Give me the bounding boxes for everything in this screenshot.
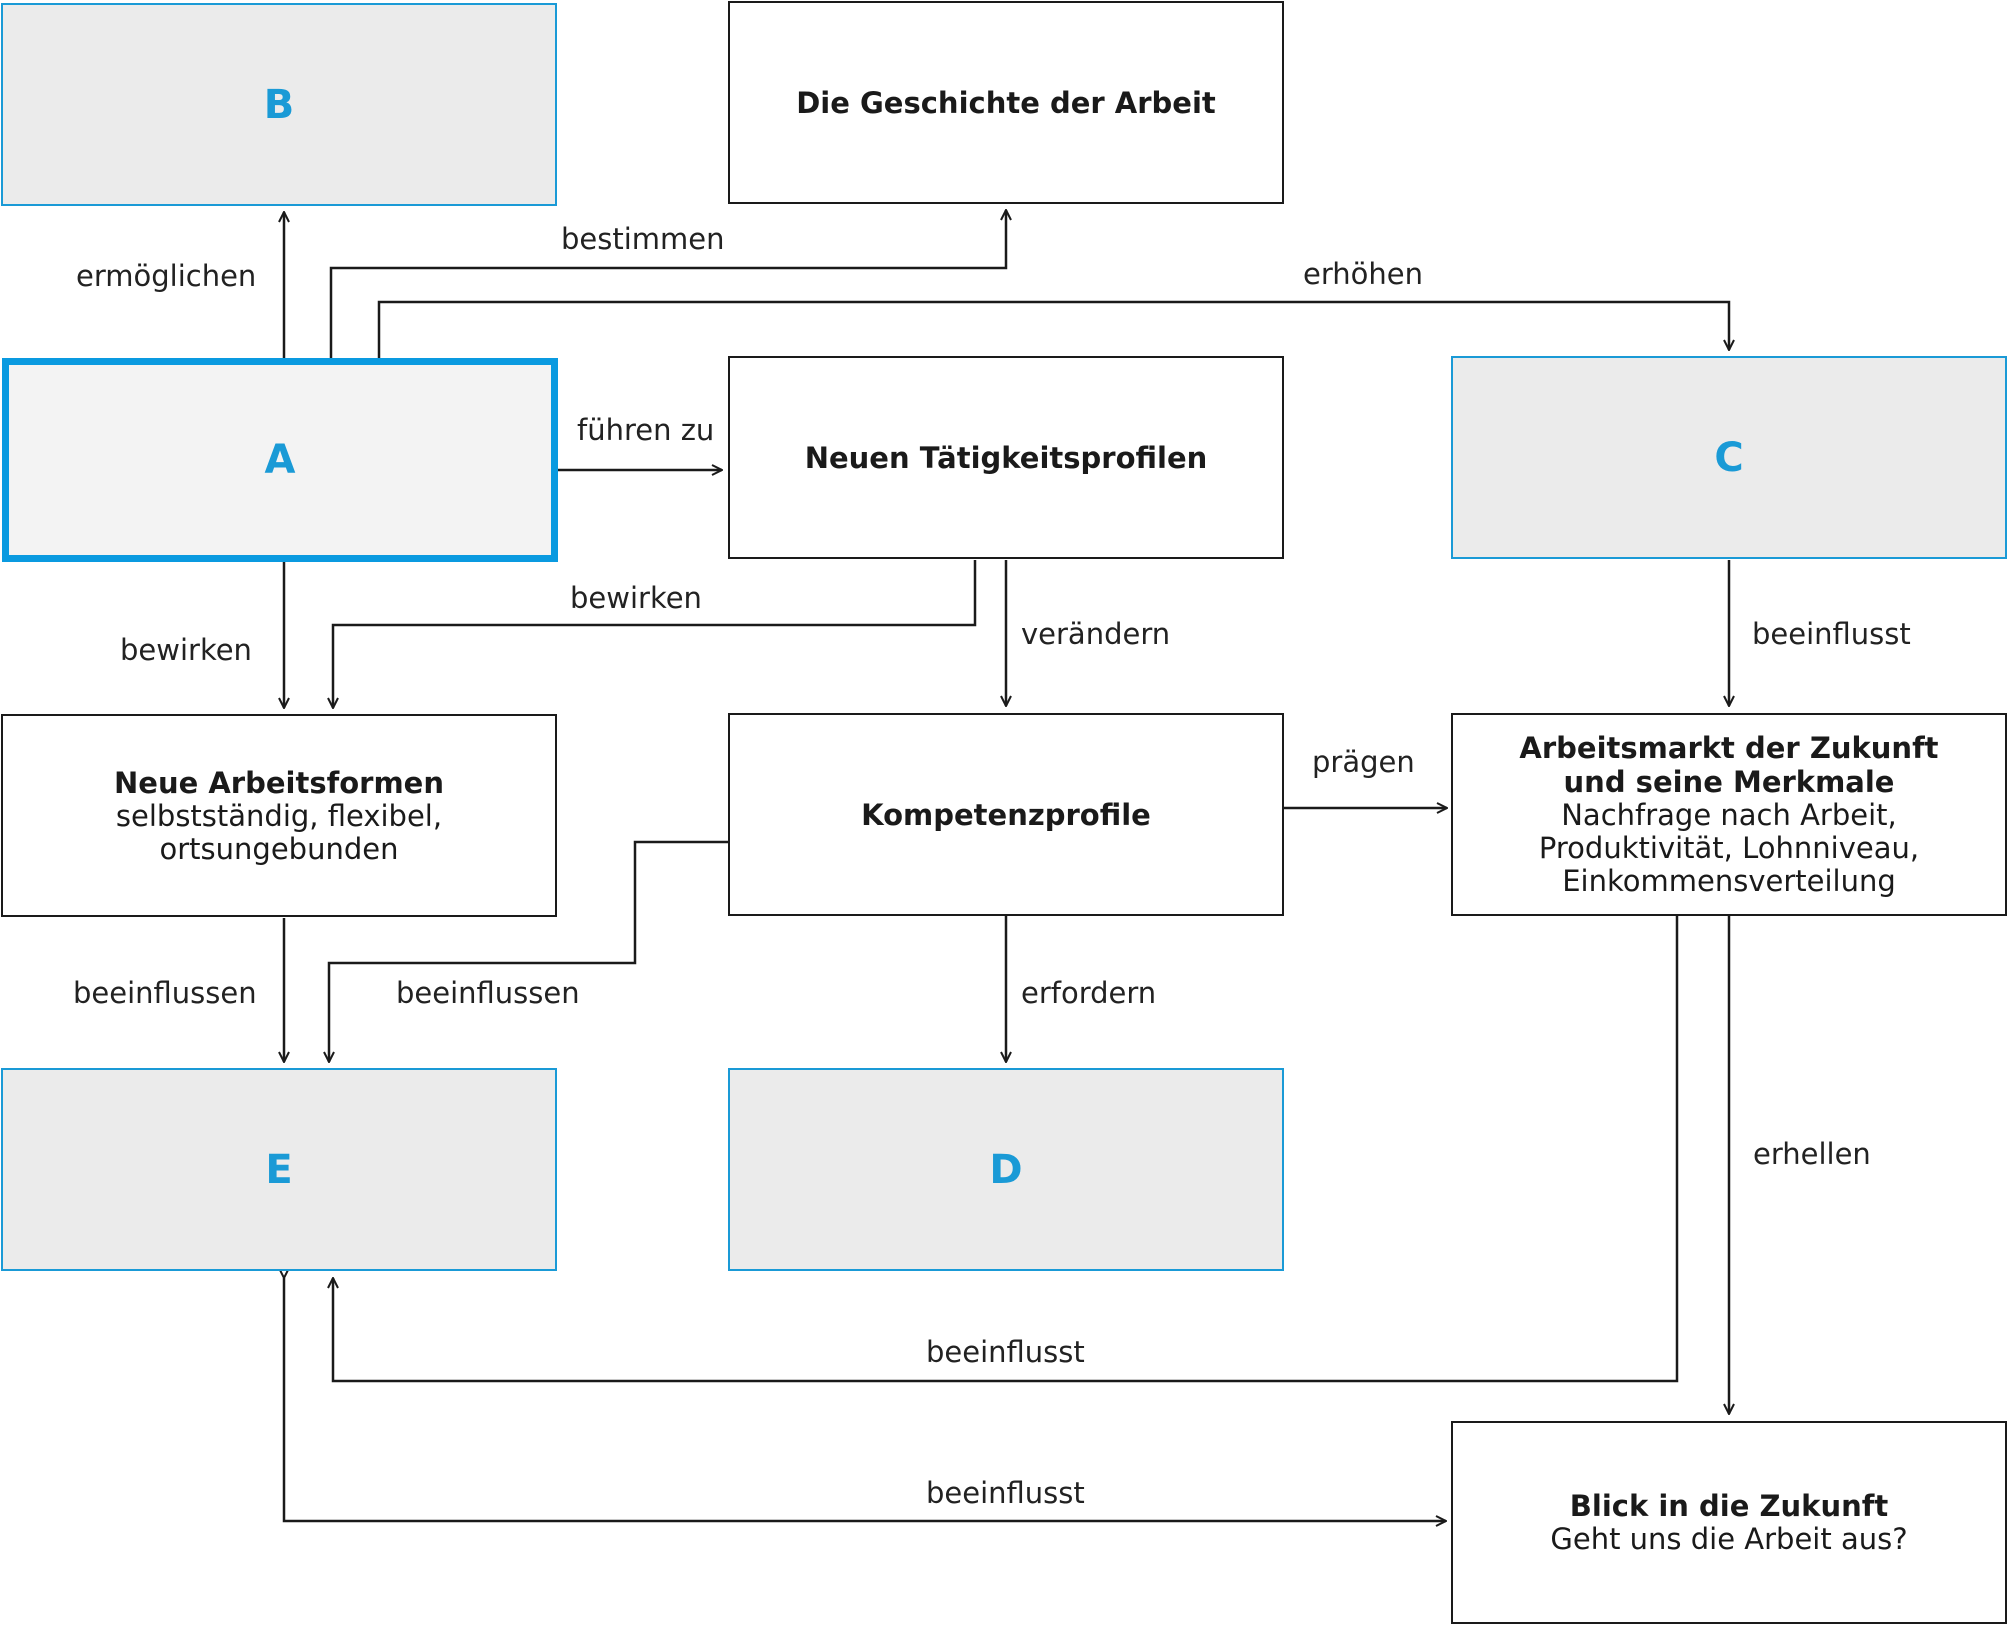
label-kompetenz-d: erfordern xyxy=(1021,976,1157,1010)
node-arbeitsformen-line-2: ortsungebunden xyxy=(159,831,399,866)
node-b: B xyxy=(1,3,557,206)
label-taetigkeit-arbeitsformen: bewirken xyxy=(570,581,702,615)
node-d: D xyxy=(728,1068,1284,1271)
edge-kompetenz-to-e xyxy=(329,840,729,1062)
label-e-blick: beeinflusst xyxy=(926,1476,1085,1510)
node-arbeitsformen: Neue Arbeitsformen selbstständig, flexib… xyxy=(1,714,557,917)
node-c: C xyxy=(1451,356,2007,559)
edge-a-to-c xyxy=(377,300,1729,358)
node-arbeitsmarkt-line-2: Produktivität, Lohnniveau, xyxy=(1538,831,1920,865)
node-geschichte-title: Die Geschichte der Arbeit xyxy=(796,85,1216,120)
node-e: E xyxy=(1,1068,557,1271)
label-arbeitsmarkt-e: beeinflusst xyxy=(926,1335,1085,1369)
node-geschichte: Die Geschichte der Arbeit xyxy=(728,1,1284,204)
node-e-letter: E xyxy=(265,1146,293,1193)
label-taetigkeit-kompetenz: verändern xyxy=(1021,617,1171,651)
node-arbeitsmarkt-title-2: und seine Merkmale xyxy=(1563,765,1895,799)
node-a: A xyxy=(2,358,558,562)
node-arbeitsmarkt-line-1: Nachfrage nach Arbeit, xyxy=(1561,798,1897,832)
label-a-geschichte: bestimmen xyxy=(561,222,725,256)
node-blick: Blick in die Zukunft Geht uns die Arbeit… xyxy=(1451,1421,2007,1624)
node-arbeitsformen-line-1: selbstständig, flexibel, xyxy=(115,798,443,833)
label-c-arbeitsmarkt: beeinflusst xyxy=(1752,617,1911,651)
label-kompetenz-e: beeinflussen xyxy=(396,976,580,1010)
label-arbeitsmarkt-blick: erhellen xyxy=(1753,1137,1871,1171)
edge-taetigkeit-to-arbeitsformen xyxy=(333,560,977,708)
edge-e-blick-bidirectional xyxy=(284,1278,1446,1521)
node-arbeitsmarkt: Arbeitsmarkt der Zukunft und seine Merkm… xyxy=(1451,713,2007,916)
label-kompetenz-arbeitsmarkt: prägen xyxy=(1312,745,1415,779)
node-d-letter: D xyxy=(989,1146,1023,1193)
label-a-b: ermöglichen xyxy=(76,259,257,293)
label-a-taetigkeit: führen zu xyxy=(577,413,715,447)
node-blick-line-1: Geht uns die Arbeit aus? xyxy=(1550,1522,1908,1556)
node-blick-title: Blick in die Zukunft xyxy=(1569,1489,1889,1523)
label-a-c: erhöhen xyxy=(1303,257,1423,291)
node-kompetenzprofile: Kompetenzprofile xyxy=(728,713,1284,916)
node-a-letter: A xyxy=(264,437,296,483)
node-b-letter: B xyxy=(263,81,295,128)
node-arbeitsmarkt-title-1: Arbeitsmarkt der Zukunft xyxy=(1519,731,1939,765)
node-kompetenzprofile-title: Kompetenzprofile xyxy=(861,797,1151,832)
label-arbeitsformen-e: beeinflussen xyxy=(73,976,257,1010)
node-arbeitsmarkt-line-3: Einkommensverteilung xyxy=(1562,864,1896,898)
edge-a-to-geschichte xyxy=(329,210,1006,358)
node-arbeitsformen-title: Neue Arbeitsformen xyxy=(114,765,444,800)
label-a-arbeitsformen: bewirken xyxy=(120,633,252,667)
node-c-letter: C xyxy=(1714,434,1744,481)
node-taetigkeitsprofile-title: Neuen Tätigkeitsprofilen xyxy=(804,440,1208,475)
node-taetigkeitsprofile: Neuen Tätigkeitsprofilen xyxy=(728,356,1284,559)
